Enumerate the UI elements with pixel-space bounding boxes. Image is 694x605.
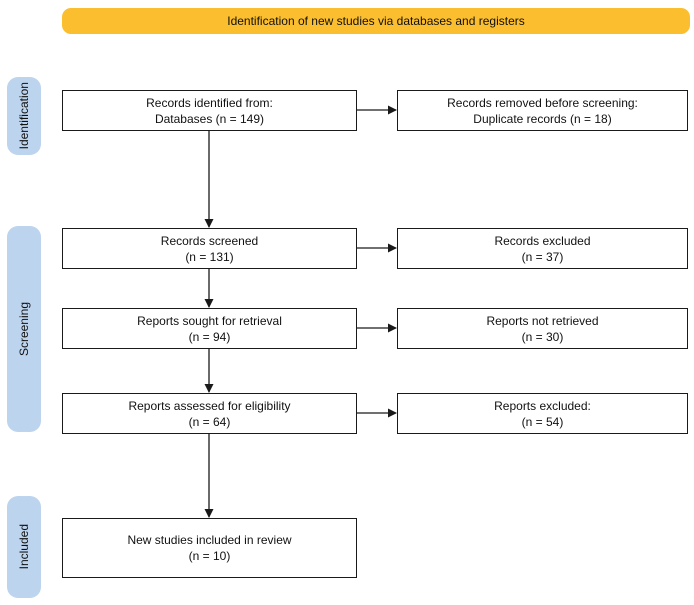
box-line: Records screened xyxy=(160,233,259,248)
box-line: Records removed before screening: xyxy=(447,95,638,110)
box-line: (n = 64) xyxy=(188,414,231,429)
stage-label-text: Identification xyxy=(17,82,31,150)
box-line: New studies included in review xyxy=(127,533,292,547)
banner-label: Identification of new studies via databa… xyxy=(227,14,525,28)
box-line: Reports excluded: xyxy=(494,398,591,413)
stage-label-text: Included xyxy=(17,524,31,570)
box-reports-not-retrieved: Reports not retrieved (n = 30) xyxy=(397,308,688,349)
box-line: Records identified from: xyxy=(146,95,273,110)
box-line: (n = 37) xyxy=(521,249,564,264)
box-line: Databases (n = 149) xyxy=(154,111,265,126)
box-records-excluded: Records excluded (n = 37) xyxy=(397,228,688,269)
box-line: (n = 131) xyxy=(185,249,234,264)
banner: Identification of new studies via databa… xyxy=(62,8,690,34)
box-new-studies-included: New studies included in review (n = 10) xyxy=(62,518,357,578)
box-records-screened: Records screened (n = 131) xyxy=(62,228,357,269)
box-line: Duplicate records (n = 18) xyxy=(473,111,612,126)
box-records-removed: Records removed before screening: Duplic… xyxy=(397,90,688,131)
stage-label-text: Screening xyxy=(17,301,31,357)
box-reports-sought: Reports sought for retrieval (n = 94) xyxy=(62,308,357,349)
box-reports-excluded: Reports excluded: (n = 54) xyxy=(397,393,688,434)
box-line: (n = 94) xyxy=(188,329,231,344)
box-line: (n = 10) xyxy=(188,549,231,563)
box-reports-assessed: Reports assessed for eligibility (n = 64… xyxy=(62,393,357,434)
box-records-identified: Records identified from: Databases (n = … xyxy=(62,90,357,131)
stage-label-identification: Identification xyxy=(7,77,41,155)
box-line: (n = 30) xyxy=(521,329,564,344)
box-line: Reports sought for retrieval xyxy=(137,313,282,328)
box-line: Records excluded xyxy=(494,233,591,248)
stage-label-included: Included xyxy=(7,496,41,598)
box-line: Reports not retrieved xyxy=(486,313,599,328)
stage-label-screening: Screening xyxy=(7,226,41,432)
box-line: Reports assessed for eligibility xyxy=(128,398,291,413)
box-line: (n = 54) xyxy=(521,414,564,429)
